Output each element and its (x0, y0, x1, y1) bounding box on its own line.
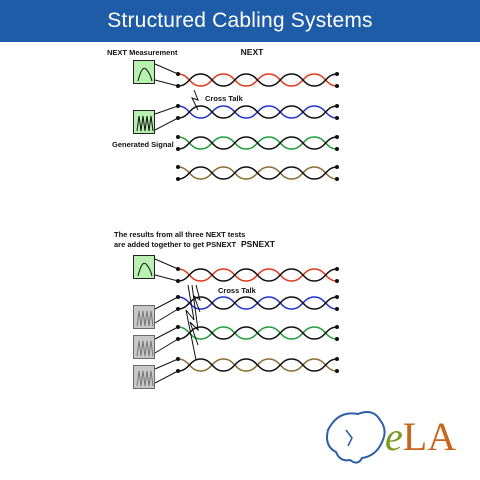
next-meter-box (133, 60, 155, 84)
generator-lead (154, 326, 179, 340)
psnext-note-line-1: The results from all three NEXT tests (114, 230, 246, 239)
next-pair-3-terminal (335, 147, 339, 151)
next-pair-4-terminal (335, 177, 339, 181)
next-crosstalk-label: Cross Talk (205, 94, 243, 103)
generator-lead (154, 308, 179, 324)
psnext-pair-4-terminal (335, 357, 339, 361)
psnext-meter-box (133, 255, 155, 279)
logo-letter-e: e (385, 414, 403, 459)
psnext-generator-box-2 (133, 335, 155, 359)
next-pair-1-terminal (335, 72, 339, 76)
signal-wave-icon (136, 115, 154, 132)
psnext-pair-2-wire-black (177, 296, 338, 310)
next-pair-4-terminal (176, 165, 180, 169)
psnext-generator-box-3 (133, 365, 155, 389)
next-pair-2-terminal (335, 104, 339, 108)
crosstalk-arrow (192, 284, 201, 313)
psnext-pair-4-wire-black (177, 358, 338, 372)
crosstalk-arrow (191, 89, 199, 111)
title-banner: Structured Cabling Systems (0, 0, 480, 42)
meter-lead (154, 63, 179, 75)
crosstalk-arrow (185, 284, 197, 361)
psnext-pair-1-terminal (335, 279, 339, 283)
psnext-pair-3-wire-black (177, 326, 338, 340)
psnext-pair-1-terminal (335, 267, 339, 271)
signal-wave-icon (136, 370, 154, 387)
next-pair-1-wire-black (177, 73, 338, 87)
psnext-crosstalk-label: Cross Talk (218, 286, 256, 295)
logo-letters-la: LA (402, 414, 457, 459)
generator-lead (154, 117, 179, 131)
psnext-pair-2-terminal (335, 307, 339, 311)
generated-signal-label: Generated Signal (112, 140, 174, 149)
generator-lead (154, 338, 179, 354)
psnext-pair-2-terminal (335, 295, 339, 299)
psnext-note-line-2: are added together to get PSNEXT (114, 240, 237, 249)
psnext-pair-3-terminal (335, 337, 339, 341)
generator-lead (154, 296, 179, 310)
psnext-title: PSNEXT (240, 239, 276, 249)
psnext-pair-3-terminal (335, 325, 339, 329)
next-pair-4-terminal (335, 165, 339, 169)
next-pair-4-wire-black (177, 166, 338, 180)
next-pair-3-wire-black (177, 136, 338, 150)
next-pair-2-terminal (335, 116, 339, 120)
signal-wave-icon (136, 310, 154, 327)
next-title: NEXT (240, 47, 264, 57)
generator-lead (154, 358, 179, 370)
crosstalk-arrow (189, 284, 199, 346)
psnext-pair-4-terminal (335, 369, 339, 373)
meter-icon (137, 262, 153, 277)
meter-lead (154, 258, 179, 270)
next-pair-3-terminal (176, 147, 180, 151)
meter-lead (154, 79, 179, 87)
ela-logo-text: eLA (385, 415, 456, 459)
psnext-pair-1-wire-black (177, 268, 338, 282)
next-pair-3-terminal (335, 135, 339, 139)
page-title: Structured Cabling Systems (107, 9, 373, 32)
ela-logo (326, 411, 386, 464)
next-pair-1-terminal (335, 84, 339, 88)
psnext-generator-box-1 (133, 305, 155, 329)
next-pair-4-terminal (176, 177, 180, 181)
signal-wave-icon (136, 340, 154, 357)
generator-lead (154, 105, 179, 115)
signal-generator-box (133, 110, 155, 134)
meter-icon (137, 67, 153, 82)
next-pair-2-wire-black (177, 105, 338, 119)
next-pair-3-terminal (176, 135, 180, 139)
generator-lead (154, 370, 179, 384)
next-measurement-label: NEXT Measurement (107, 48, 178, 57)
meter-lead (154, 274, 179, 282)
